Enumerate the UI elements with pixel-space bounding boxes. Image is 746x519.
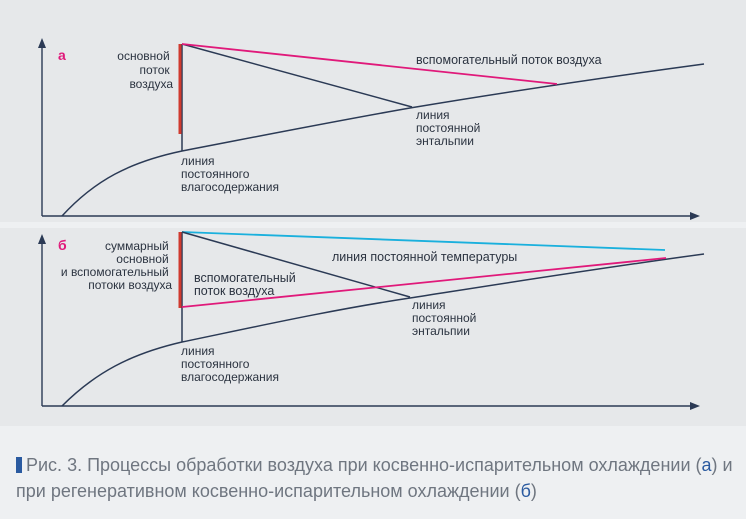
x-axis-a-arrow — [690, 212, 700, 220]
label-moisture-a: линия постоянного влагосодержания — [181, 154, 279, 194]
constant-enthalpy-line-b — [181, 231, 411, 298]
label-combined-flow-b: суммарный основной и вспомогательный пот… — [61, 239, 172, 292]
diagram-panel-b: б суммарный основной и вспомогательный п… — [0, 228, 746, 426]
y-axis-a-arrow — [38, 38, 46, 48]
label-main-flow-a: основной поток воздуха — [117, 49, 173, 91]
saturation-curve-a — [61, 63, 705, 217]
label-enthalpy-b: линия постоянной энтальпии — [412, 298, 480, 338]
aux-flow-line-a — [181, 43, 558, 85]
panel-letter-a: а — [58, 47, 66, 63]
label-moisture-b: линия постоянного влагосодержания — [181, 344, 279, 384]
saturation-curve-b — [61, 253, 705, 407]
constant-temperature-line-b — [181, 231, 666, 251]
y-axis-b-arrow — [38, 234, 46, 244]
caption-letter-a: а — [701, 455, 712, 475]
figure-caption: Рис. 3. Процессы обработки воздуха при к… — [16, 452, 736, 504]
diagram-b-svg: б суммарный основной и вспомогательный п… — [38, 231, 705, 410]
diagram-a-svg: а основной поток воздуха вспомогательный… — [38, 38, 705, 220]
label-temperature-b: линия постоянной температуры — [332, 250, 517, 264]
caption-letter-b: б — [520, 481, 531, 501]
label-aux-flow-a: вспомогательный поток воздуха — [416, 53, 602, 67]
caption-suffix: ) — [530, 481, 537, 501]
x-axis-b-arrow — [690, 402, 700, 410]
label-enthalpy-a: линия постоянной энтальпии — [416, 108, 484, 148]
caption-prefix: Рис. 3. Процессы обработки воздуха при к… — [26, 455, 702, 475]
constant-enthalpy-line-a — [181, 43, 413, 108]
diagram-panel-a: а основной поток воздуха вспомогательный… — [0, 0, 746, 222]
caption-marker — [16, 457, 22, 473]
label-aux-flow-b: вспомогательный поток воздуха — [194, 271, 299, 298]
panel-letter-b: б — [58, 237, 67, 253]
aux-flow-line-b — [181, 257, 667, 308]
caption-middle: ) и при регенеративном косвенно-испарите… — [16, 455, 733, 501]
